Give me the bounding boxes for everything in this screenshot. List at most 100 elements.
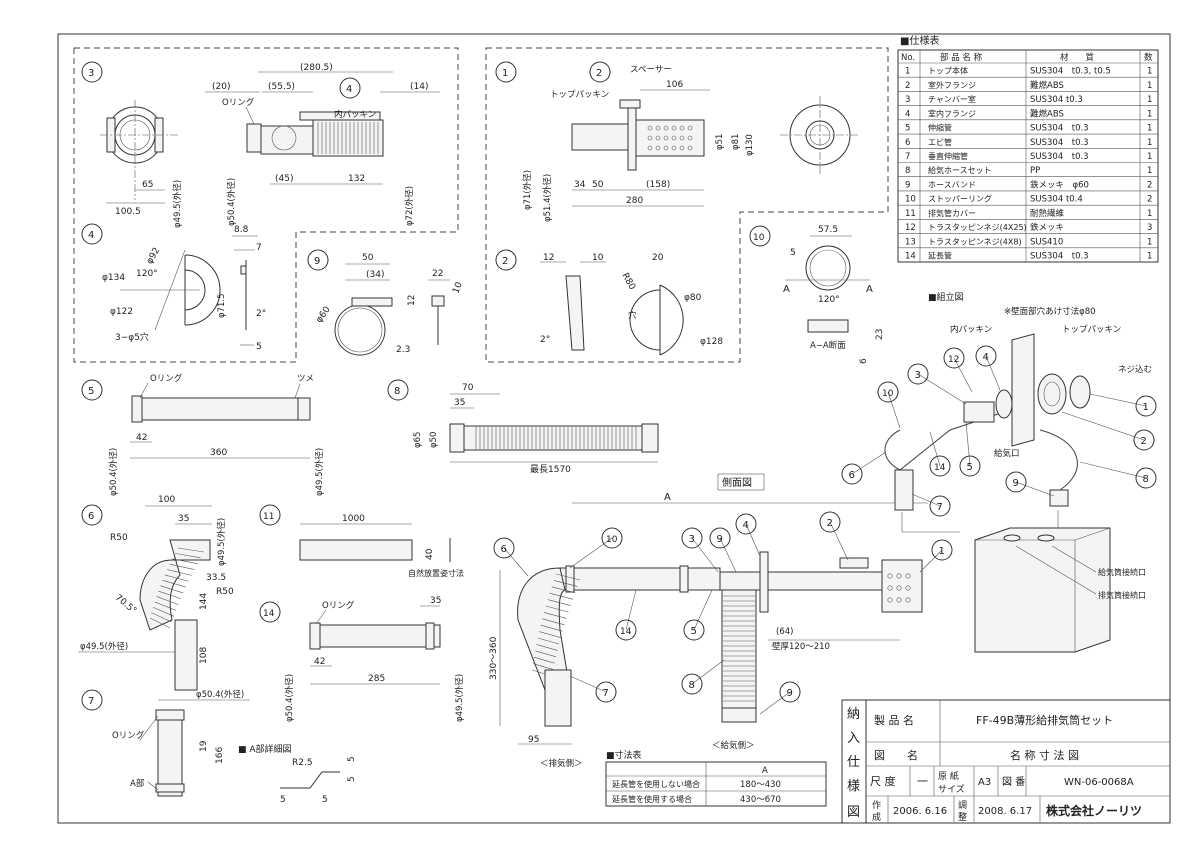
p3-dim-20: (20) <box>212 82 230 92</box>
callout-c5: 5 <box>691 626 697 637</box>
p3-dim-phi495: φ49.5(外径) <box>172 180 183 228</box>
p8-dim-70: 70 <box>462 383 474 393</box>
spec-cell: 伸縮管 <box>928 123 952 133</box>
p3-dim-65: 65 <box>142 180 153 190</box>
side-view: 側面図 A (64) 壁厚120～210 330～360 95 ＜排気側＞ ＜給… <box>489 473 953 769</box>
p2-dim-20: 20 <box>652 253 664 263</box>
p6-dim-r50-bottom: R50 <box>216 587 234 597</box>
spec-cell: ストッパーリング <box>928 194 992 204</box>
tb-side-2: 入 <box>847 731 860 746</box>
spec-cell: エビ管 <box>928 137 952 147</box>
tb-product: FF-49B薄形給排気筒セット <box>976 713 1113 727</box>
p10-dim-120: 120° <box>818 295 840 305</box>
p1-dim-phi81: φ81 <box>731 134 741 150</box>
part-2-number: 2 <box>502 256 508 267</box>
p7-a-part-label: A部 <box>130 778 145 789</box>
p7-dim-phi504: φ50.4(外径) <box>196 689 244 700</box>
spec-cell: SUS410 <box>1030 237 1063 247</box>
p10-section-a-left: A <box>783 284 790 295</box>
p2-dim-r80: R80 <box>619 272 637 293</box>
p14-dim-phi504: φ50.4(外径) <box>284 674 295 722</box>
spec-cell: 4 <box>905 109 910 119</box>
assembly-inner-packing: 内パッキン <box>950 324 992 335</box>
spec-cell: チャンバー室 <box>928 94 976 104</box>
callout-c3: 3 <box>915 370 921 381</box>
spec-cell: 3 <box>905 95 910 105</box>
p6-dim-r50-top: R50 <box>110 533 128 543</box>
tb-drawing-label: 図 名 <box>874 748 918 762</box>
p1-dim-phi51: φ51 <box>715 134 725 150</box>
p6-dim-335: 33.5 <box>206 573 226 583</box>
p9-dim-22: 22 <box>432 269 443 279</box>
p1-dim-phi514: φ51.4(外径) <box>542 174 553 222</box>
spec-cell: 1 <box>1147 95 1152 105</box>
p6-dim-35: 35 <box>178 514 189 524</box>
spec-cell: 7 <box>905 152 910 162</box>
callout-c4: 4 <box>743 520 749 531</box>
dim-table-title: ■寸法表 <box>606 749 642 761</box>
p4-dim-phi134: φ134 <box>102 273 125 283</box>
part-6-number: 6 <box>88 511 94 522</box>
p11-dim-1000: 1000 <box>342 514 365 524</box>
p3-oring-label: Oリング <box>222 97 255 108</box>
p2-dim-phi80: φ80 <box>684 293 702 303</box>
p5-tsume-label: ツメ <box>297 374 314 384</box>
spec-cell: 鉄メッキ φ60 <box>1030 179 1089 190</box>
callout-c8: 8 <box>1143 474 1149 485</box>
part-2-outer-flange: 2 12 10 2° R80 20 φ80 φ128 穴 <box>495 249 723 356</box>
callout-c10: 10 <box>882 389 894 399</box>
p1-dim-50: 50 <box>592 180 604 190</box>
p5-dim-360: 360 <box>210 448 227 458</box>
p6-dim-100: 100 <box>158 495 175 505</box>
p3-dim-1005: 100.5 <box>115 207 141 217</box>
side-supply-label: ＜給気側＞ <box>712 740 755 751</box>
spec-cell: トップ本体 <box>928 66 968 76</box>
callout-c10: 10 <box>606 535 618 545</box>
callout-c6: 6 <box>849 470 855 481</box>
p1-dim-phi130: φ130 <box>745 134 755 156</box>
assembly-wall-hole: ※壁面部穴あけ寸法φ80 <box>1004 306 1096 317</box>
p4-dim-phi92: φ92 <box>145 246 162 266</box>
callout-c9b: 9 <box>787 688 793 699</box>
spec-cell: トラスタッピンネジ(4X8) <box>928 237 1022 246</box>
spec-cell: 延長管 <box>928 251 952 261</box>
callout-c1: 1 <box>939 546 945 557</box>
tb-no: WN-06-0068A <box>1064 777 1134 788</box>
assembly-supply-conn: 給気筒接続口 <box>1098 567 1146 577</box>
p4-dim-120: 120° <box>136 269 158 279</box>
part-8-number: 8 <box>394 386 400 397</box>
part-8-supply-hose: 8 70 35 φ65 φ50 最長1570 <box>387 379 659 475</box>
a-part-detail: ■ A部詳細図 R2.5 5 5 5 5 <box>238 743 357 805</box>
part-1-number: 1 <box>502 68 508 79</box>
p8-dim-35: 35 <box>454 398 465 408</box>
callout-c9: 9 <box>1013 478 1019 489</box>
p14-oring-label: Oリング <box>322 600 355 611</box>
callout-c1: 1 <box>1143 402 1149 413</box>
assembly-screw-in: ネジ込む <box>1118 364 1152 375</box>
p14-dim-285: 285 <box>368 674 385 684</box>
spec-cell: 8 <box>905 166 910 176</box>
spec-cell: SUS304 t0.3 <box>1030 252 1089 262</box>
callout-c3: 3 <box>689 534 695 545</box>
parts-1-2-frame <box>485 47 889 363</box>
tb-scale: 一 <box>917 775 928 788</box>
p6-dim-phi495-top: φ49.5(外径) <box>216 518 227 566</box>
dim-table-row1-label: 延長管を使用しない場合 <box>612 779 700 789</box>
spec-cell: SUS304 t0.3 <box>1030 152 1089 162</box>
spec-cell: 給気ホースセット <box>928 165 992 175</box>
p2-dim-2deg: 2° <box>540 335 550 345</box>
spec-cell: 垂直伸縮管 <box>928 151 968 161</box>
callout-c4: 4 <box>983 352 989 363</box>
p5-dim-phi504: φ50.4(外径) <box>108 448 119 496</box>
p4-dim-7: 7 <box>256 243 262 253</box>
spec-cell: 難燃ABS <box>1030 108 1064 119</box>
spec-cell: 1 <box>1147 252 1152 262</box>
p5-dim-42: 42 <box>136 433 147 443</box>
spec-cell: 1 <box>1147 166 1152 176</box>
side-dim-a: A <box>664 492 671 503</box>
tb-side-3: 仕 <box>847 755 860 770</box>
title-block: 納 入 仕 様 図 製 品 名 FF-49B薄形給排気筒セット 図 名 名 称 … <box>841 699 1171 824</box>
side-dim-wall: 壁厚120～210 <box>772 641 830 652</box>
